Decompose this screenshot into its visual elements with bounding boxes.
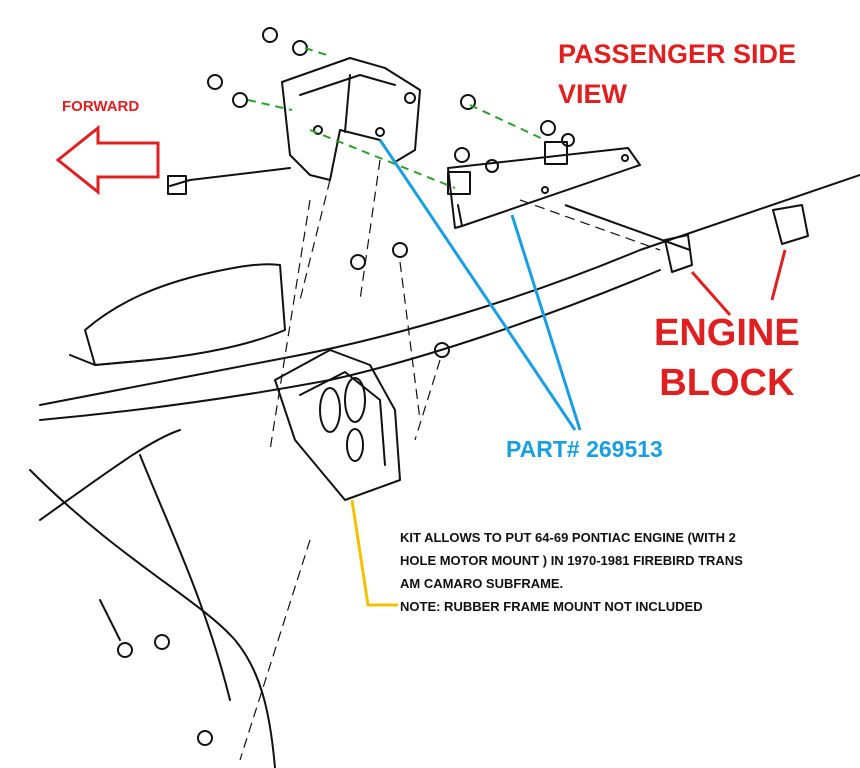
arrow-left-outline-icon xyxy=(55,124,160,196)
mount-bracket xyxy=(281,57,421,181)
crossmember-edge xyxy=(29,469,276,768)
kit-note-line1: KIT ALLOWS TO PUT 64-69 PONTIAC ENGINE (… xyxy=(400,530,736,545)
frame-mount xyxy=(274,349,401,501)
frame-pad xyxy=(84,263,286,366)
engine-block-label: ENGINE BLOCK xyxy=(654,308,800,408)
kit-note: KIT ALLOWS TO PUT 64-69 PONTIAC ENGINE (… xyxy=(400,526,850,618)
kit-note-line3: AM CAMARO SUBFRAME. xyxy=(400,576,564,591)
engine-block-boss-1 xyxy=(664,234,693,273)
view-title-line1: PASSENGER SIDE xyxy=(558,39,797,69)
adapter-plate xyxy=(447,147,641,229)
view-title: PASSENGER SIDE VIEW xyxy=(558,34,796,114)
view-title-line2: VIEW xyxy=(558,79,628,109)
engine-block-line2: BLOCK xyxy=(659,362,795,404)
kit-note-line2: HOLE MOTOR MOUNT ) IN 1970-1981 FIREBIRD… xyxy=(400,553,743,568)
forward-label: FORWARD xyxy=(62,98,140,115)
engine-block-line1: ENGINE xyxy=(654,312,800,354)
part-number-label: PART# 269513 xyxy=(506,436,663,462)
kit-note-line4: NOTE: RUBBER FRAME MOUNT NOT INCLUDED xyxy=(400,599,703,614)
engine-block-boss-2 xyxy=(772,204,809,245)
long-bolt xyxy=(169,167,291,187)
subframe-rail xyxy=(39,174,860,406)
